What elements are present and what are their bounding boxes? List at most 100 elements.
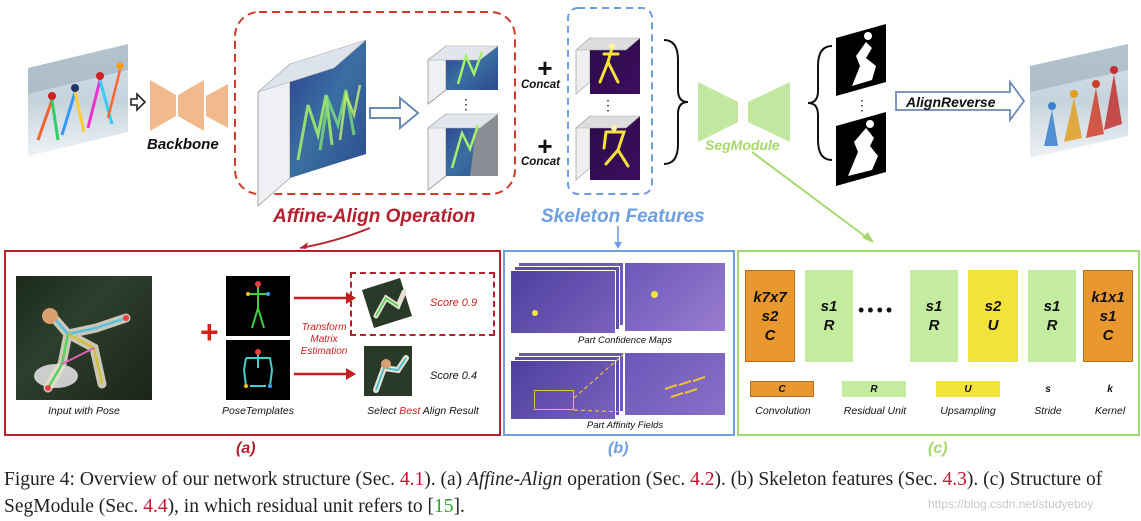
input-with-pose-photo: [16, 276, 152, 400]
block-conv-7x7-l1: k7x7: [753, 288, 787, 306]
align-reverse-arrow: [895, 79, 1026, 123]
block-conv-1x1-l1: k1x1: [1091, 288, 1125, 306]
vertical-ellipsis-1: ⋮: [459, 96, 473, 112]
zoom-connector-lines: [573, 353, 625, 412]
aligned-crop-top: [427, 45, 499, 105]
mask-output-bottom: [836, 112, 886, 186]
green-pointer-arrowhead: [862, 232, 874, 243]
mask-output-top: [836, 24, 886, 96]
vertical-ellipsis-3: ⋮: [855, 97, 869, 113]
block-upsampling: s2 U: [968, 270, 1018, 362]
select-best-post: Align Result: [420, 405, 479, 417]
block-residual-2: s1 R: [910, 270, 958, 362]
concat-label-2: Concat: [521, 156, 560, 168]
caption-ref-4-1[interactable]: 4.1: [399, 469, 425, 490]
skeleton-features-title: Skeleton Features: [541, 206, 705, 227]
block-residual-3: s1 R: [1028, 270, 1076, 362]
legend-label-kernel: Kernel: [1094, 405, 1126, 417]
vertical-ellipsis-2: ⋮: [601, 97, 615, 113]
confidence-maps-label: Part Confidence Maps: [578, 335, 672, 346]
segmodule-label: SegModule: [705, 137, 780, 153]
block-conv-1x1-l2: s1: [1099, 307, 1117, 325]
plus-icon-3: +: [200, 314, 219, 350]
caption-part-6: ), in which residual unit refers to [: [167, 496, 434, 517]
block-conv-1x1: k1x1 s1 C: [1083, 270, 1133, 362]
transform-line-3: Estimation: [300, 346, 348, 357]
aligned-crop-bottom: [427, 113, 499, 191]
output-segmented-photo: [1030, 44, 1128, 158]
select-best-label: Select Best Align Result: [350, 405, 496, 417]
caption-affine-align: Affine-Align: [467, 469, 563, 490]
score-1-label: Score 0.9: [430, 297, 478, 309]
caption-part-2: ). (a): [424, 469, 467, 490]
block-residual-1-l2: R: [823, 317, 835, 334]
legend-label-residual: Residual Unit: [843, 405, 907, 417]
block-conv-1x1-l3: C: [1102, 326, 1114, 344]
brace-right-1: [663, 39, 689, 165]
legend-symbol-stride: s: [1045, 383, 1051, 395]
caption-ref-4-4[interactable]: 4.4: [143, 496, 168, 517]
panel-b-box: [503, 250, 735, 436]
caption-ref-4-3[interactable]: 4.3: [942, 469, 967, 490]
confidence-map-stack: [510, 262, 624, 334]
best-result-dashed-box: [350, 272, 495, 336]
legend-label-stride: Stride: [1034, 405, 1062, 417]
caption-part-4: ). (b) Skeleton features (Sec.: [714, 469, 943, 490]
pose-template-2: [226, 340, 290, 400]
transform-line-1: Transform: [301, 322, 347, 333]
confidence-map-single: [624, 262, 726, 332]
caption-part-7: ].: [453, 496, 465, 517]
transform-line-2: Matrix: [310, 334, 338, 345]
block-residual-1: s1 R: [805, 270, 853, 362]
block-residual-3-l2: R: [1046, 317, 1058, 334]
segmodule-block: [698, 82, 790, 142]
block-upsampling-l2: U: [987, 317, 999, 334]
panel-a-arrows: [294, 292, 356, 380]
brace-left-2: [807, 45, 833, 161]
red-pointer-arrowhead: [300, 242, 308, 249]
concat-label-1: Concat: [521, 79, 560, 91]
select-best-pre: Select: [367, 405, 400, 417]
aligned-result-1: [356, 276, 418, 332]
red-pointer-arrow: [299, 227, 371, 249]
aligned-result-2: [356, 342, 418, 400]
skeleton-feature-top: [575, 37, 641, 95]
pose-template-1: [226, 276, 290, 336]
block-residual-2-l2: R: [928, 317, 940, 334]
block-ellipsis: ••••: [858, 300, 896, 320]
backbone-label: Backbone: [147, 136, 219, 153]
block-conv-7x7: k7x7 s2 C: [745, 270, 795, 362]
arrow-to-backbone: [130, 92, 147, 112]
plus-icon-2: +: [537, 131, 552, 161]
panel-c-box: [737, 250, 1140, 436]
feature-map-cube: [257, 39, 367, 207]
input-ski-photo: [28, 44, 128, 156]
blue-pointer-arrowhead: [614, 242, 622, 249]
caption-part-5: ). (c) Structure of SegModule (Sec.: [4, 469, 1103, 517]
block-residual-1-l1: s1: [820, 298, 838, 315]
panel-a-box: [4, 250, 501, 436]
affinity-fields-label: Part Affinity Fields: [586, 420, 664, 431]
panel-c-tag: (c): [928, 440, 948, 457]
caption-part-3: operation (Sec.: [562, 469, 691, 490]
backbone-block: [150, 80, 228, 131]
legend-label-upsampling: Upsampling: [940, 405, 996, 417]
caption-part-1: Figure 4: Overview of our network struct…: [4, 469, 400, 490]
affine-align-title: Affine-Align Operation: [273, 206, 476, 227]
hollow-arrow: [369, 95, 420, 131]
affinity-field-stack: [510, 352, 624, 420]
figure-caption: Figure 4: Overview of our network struct…: [4, 466, 1139, 520]
network-overview-diagram: ⋮ + + ⋮ ⋮: [28, 7, 1128, 249]
caption-ref-15[interactable]: 15: [433, 496, 454, 517]
legend-swatch-residual: R: [842, 381, 906, 397]
alignreverse-label: AlignReverse: [906, 94, 996, 110]
block-conv-7x7-l2: s2: [761, 307, 779, 325]
block-upsampling-l1: s2: [984, 298, 1002, 315]
plus-icon-1: +: [537, 53, 552, 83]
caption-ref-4-2[interactable]: 4.2: [690, 469, 715, 490]
pose-templates-label: PoseTemplates: [222, 405, 294, 417]
input-with-pose-label: Input with Pose: [48, 405, 120, 417]
block-conv-7x7-l3: C: [764, 326, 776, 344]
panel-a-tag: (a): [236, 440, 256, 457]
block-residual-3-l1: s1: [1043, 298, 1061, 315]
